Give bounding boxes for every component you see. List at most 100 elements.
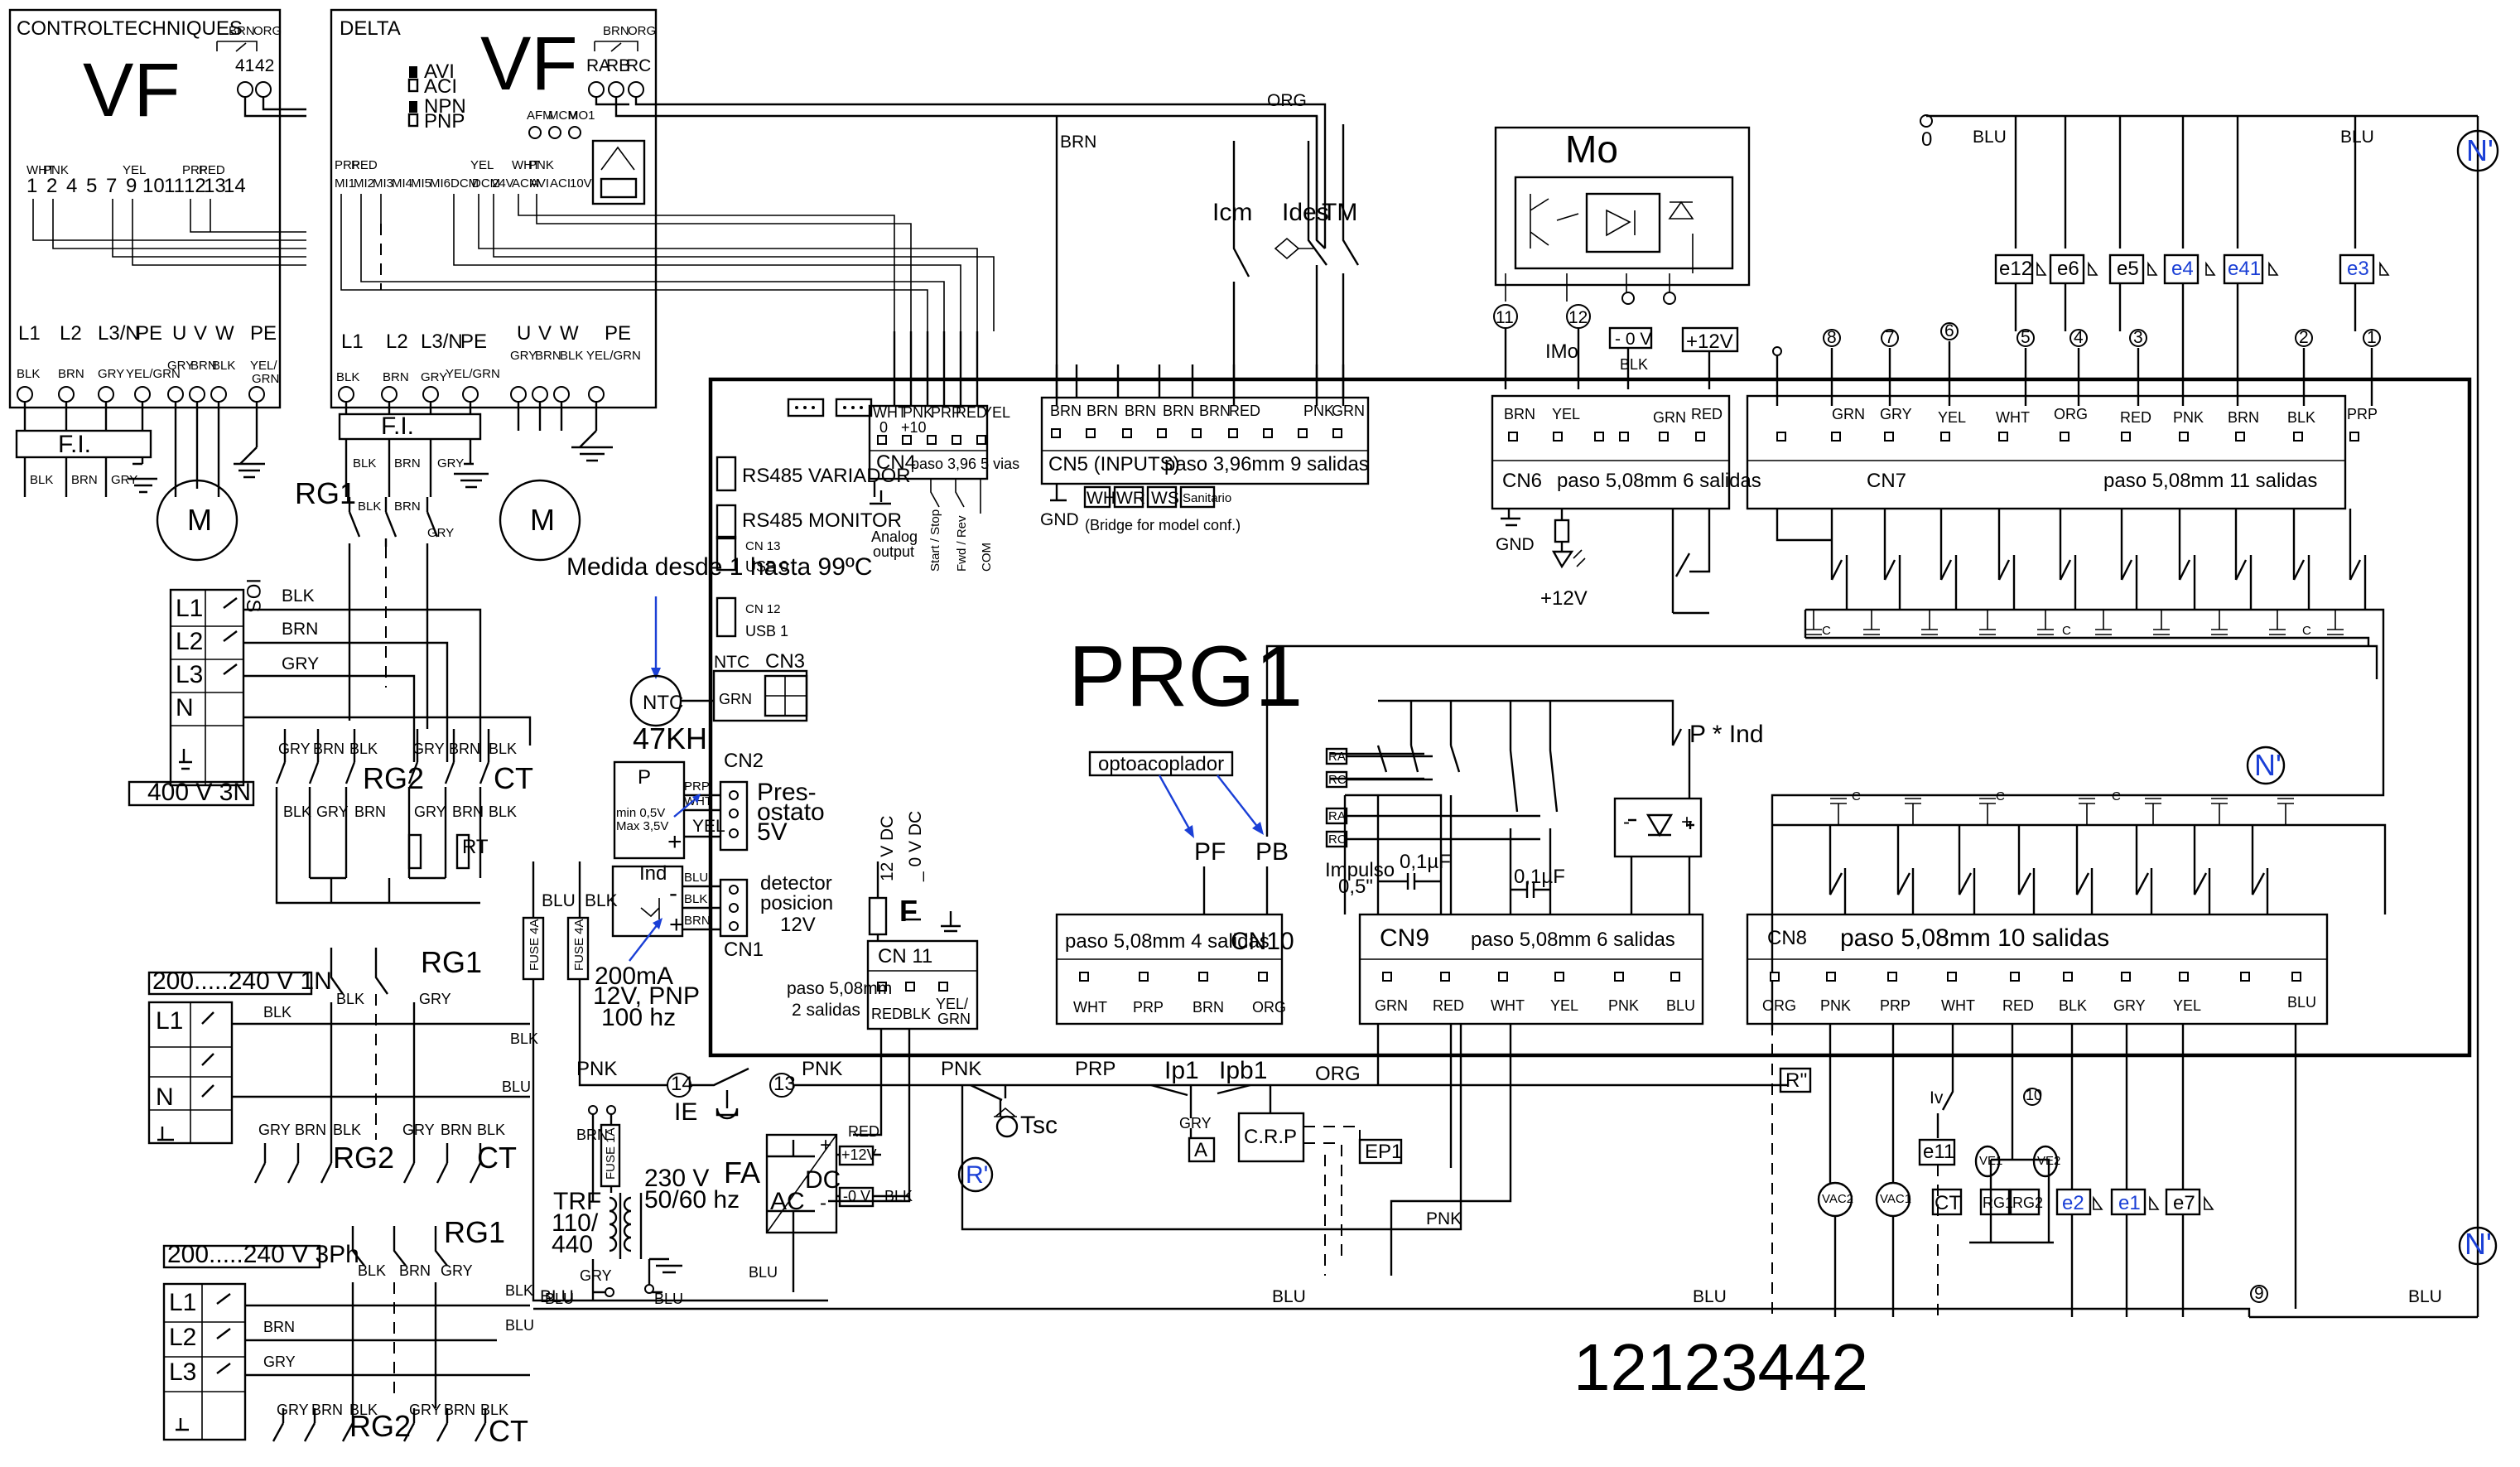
svg-text:BLK: BLK	[358, 499, 381, 514]
svg-text:MI3: MI3	[373, 176, 393, 191]
svg-text:MI1: MI1	[335, 176, 355, 191]
svg-text:RC: RC	[1328, 773, 1347, 787]
svg-text:C: C	[2112, 789, 2121, 803]
svg-text:42: 42	[255, 56, 274, 75]
svg-text:RS485 MONITOR: RS485 MONITOR	[742, 509, 902, 532]
svg-text:N': N'	[2466, 133, 2493, 167]
svg-text:MCM: MCM	[548, 109, 578, 123]
svg-text:L3: L3	[169, 1358, 196, 1386]
svg-text:RG2: RG2	[349, 1409, 411, 1443]
svg-text:GRN: GRN	[252, 372, 279, 386]
svg-text:CN5 (INPUTS): CN5 (INPUTS)	[1048, 453, 1180, 475]
svg-text:GRN: GRN	[1332, 403, 1365, 419]
svg-text:GRY: GRY	[258, 1122, 291, 1138]
svg-text:YEL: YEL	[123, 163, 146, 177]
svg-text:V: V	[194, 322, 207, 345]
svg-text:BLK: BLK	[1620, 356, 1648, 373]
svg-text:GRY: GRY	[414, 803, 446, 820]
svg-text:Max 3,5V: Max 3,5V	[616, 819, 668, 833]
svg-text:BRN: BRN	[1060, 133, 1096, 152]
svg-text:PNK: PNK	[802, 1058, 842, 1080]
svg-text:BLU: BLU	[1693, 1287, 1727, 1306]
svg-text:YEL: YEL	[692, 817, 725, 836]
svg-text:WHT: WHT	[1941, 997, 1975, 1014]
svg-text:-: -	[820, 1192, 826, 1214]
svg-text:0,1µF: 0,1µF	[1514, 866, 1565, 888]
svg-text:L1: L1	[18, 322, 41, 345]
svg-text:min 0,5V: min 0,5V	[616, 806, 665, 820]
svg-text:Pres-: Pres-	[757, 779, 817, 806]
svg-text:GND: GND	[1040, 510, 1079, 529]
svg-text:AC: AC	[770, 1188, 805, 1215]
svg-text:4: 4	[66, 175, 77, 197]
svg-text:11: 11	[164, 175, 185, 197]
svg-text:USB 0: USB 0	[745, 558, 788, 575]
svg-text:N': N'	[2254, 748, 2281, 782]
svg-text:BLU: BLU	[1272, 1287, 1306, 1306]
svg-text:+: +	[820, 1134, 831, 1156]
svg-text:EP1: EP1	[1365, 1141, 1402, 1163]
svg-text:detector: detector	[760, 872, 832, 895]
svg-text:e11: e11	[1923, 1141, 1954, 1163]
svg-text:VE2: VE2	[2037, 1154, 2060, 1168]
svg-text:L2: L2	[169, 1324, 196, 1351]
svg-text:WHT: WHT	[684, 794, 712, 808]
svg-text:110/: 110/	[552, 1209, 599, 1237]
svg-text:2: 2	[2299, 328, 2309, 347]
svg-text:PNK: PNK	[576, 1058, 617, 1080]
svg-text:WHT: WHT	[512, 158, 540, 172]
svg-text:ORG: ORG	[1762, 997, 1796, 1014]
vf-ct-title: VF	[83, 48, 181, 133]
prg1-title: PRG1	[1068, 629, 1303, 725]
svg-text:ACM: ACM	[512, 176, 539, 191]
svg-text:200mA: 200mA	[595, 963, 673, 990]
svg-text:3: 3	[2133, 328, 2143, 347]
svg-text:P * Ind: P * Ind	[1689, 721, 1764, 748]
svg-text:CN4: CN4	[876, 451, 916, 474]
svg-text:BRN: BRN	[354, 803, 386, 820]
svg-text:12V, PNP: 12V, PNP	[593, 982, 700, 1010]
svg-text:CT: CT	[1935, 1192, 1961, 1214]
svg-text:P: P	[638, 766, 651, 789]
svg-text:GRY: GRY	[167, 359, 194, 373]
svg-text:CN8: CN8	[1767, 927, 1807, 949]
svg-text:BLK: BLK	[510, 1030, 538, 1047]
svg-text:WHT: WHT	[1996, 409, 2030, 426]
svg-text:W: W	[560, 322, 579, 345]
svg-text:BRN: BRN	[1504, 406, 1535, 422]
svg-text:PNK: PNK	[1426, 1209, 1462, 1228]
svg-text:W: W	[215, 322, 234, 345]
svg-text:FUSE 4A: FUSE 4A	[572, 919, 586, 971]
svg-text:MI6: MI6	[430, 176, 451, 191]
svg-text:PNK: PNK	[2173, 409, 2204, 426]
svg-text:C.R.P: C.R.P	[1244, 1126, 1297, 1148]
svg-text:CN 13: CN 13	[745, 539, 781, 553]
svg-text:DC: DC	[805, 1166, 841, 1194]
svg-text:+12V: +12V	[1540, 587, 1588, 610]
svg-text:12: 12	[1568, 308, 1588, 327]
svg-text:PE: PE	[605, 322, 631, 345]
svg-text:GRN: GRN	[937, 1011, 971, 1027]
svg-text:e12: e12	[1999, 258, 2032, 280]
svg-text:PNK: PNK	[941, 1058, 981, 1080]
svg-text:200.....240 V 3Ph: 200.....240 V 3Ph	[167, 1241, 359, 1268]
svg-text:BRN: BRN	[535, 349, 561, 363]
svg-text:0: 0	[879, 419, 888, 436]
svg-text:YEL: YEL	[1938, 409, 1966, 426]
svg-text:C: C	[2302, 624, 2311, 638]
svg-text:(Bridge for model conf.): (Bridge for model conf.)	[1085, 517, 1241, 533]
svg-text:NTC: NTC	[643, 692, 683, 714]
svg-text:BRN: BRN	[2228, 409, 2259, 426]
svg-text:BLU: BLU	[749, 1264, 778, 1281]
svg-text:DCM: DCM	[472, 176, 500, 191]
svg-text:14: 14	[671, 1073, 693, 1095]
svg-text:R'': R''	[1785, 1069, 1808, 1092]
svg-text:PNP: PNP	[424, 110, 465, 133]
svg-text:+10: +10	[901, 419, 927, 436]
svg-text:BRN: BRN	[684, 914, 711, 928]
svg-text:RA: RA	[586, 56, 610, 75]
svg-text:paso 5,08mm: paso 5,08mm	[787, 979, 892, 998]
svg-text:BRN: BRN	[71, 473, 98, 487]
position-detector: Ind BLU BLK BRN -+ CN1 detectorposicion1…	[593, 862, 833, 1031]
svg-text:VAC1: VAC1	[1880, 1192, 1911, 1206]
